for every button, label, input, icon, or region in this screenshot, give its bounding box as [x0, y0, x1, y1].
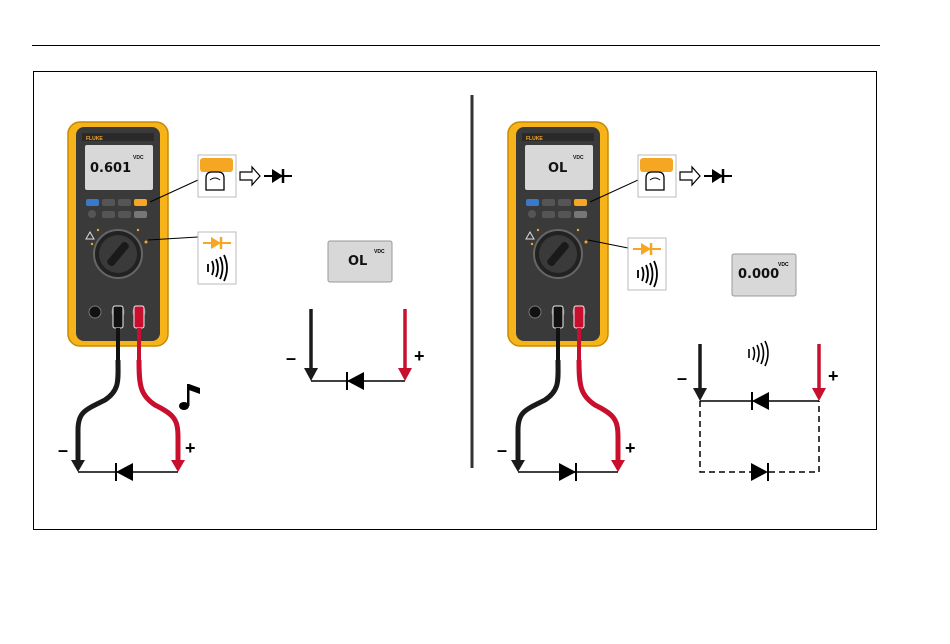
diode-symbol — [116, 463, 133, 481]
diode-symbol — [559, 463, 576, 481]
diode-icon — [264, 169, 292, 183]
black-lead — [78, 360, 118, 462]
display-unit: VDC — [374, 249, 385, 255]
music-note-icon — [179, 384, 200, 410]
parallel-path — [700, 401, 819, 472]
beep-icon — [749, 341, 768, 366]
function-callout — [628, 238, 666, 290]
meter-unit: VDC — [573, 155, 584, 161]
probe-positive-label: + — [625, 438, 636, 458]
button-press-icon — [206, 172, 224, 190]
black-lead — [518, 360, 558, 462]
button-press-icon — [646, 172, 664, 190]
multimeter-left: FLUKE 0.601 VDC — [68, 122, 168, 362]
meter-brand: FLUKE — [526, 136, 543, 142]
probe-positive-label: + — [185, 438, 196, 458]
display-unit: VDC — [778, 262, 789, 268]
arrow-icon — [680, 167, 700, 185]
arrow-icon — [240, 167, 260, 185]
diode-icon — [704, 169, 732, 183]
button-press-callout — [638, 155, 676, 197]
display-reading: OL — [348, 254, 367, 269]
display-reading: 0.000 — [738, 267, 779, 282]
red-lead — [579, 360, 618, 462]
diagram-positive-label: + — [828, 366, 839, 386]
probe-negative-label: – — [58, 440, 68, 460]
meter-brand: FLUKE — [86, 136, 103, 142]
diode-select-button[interactable] — [134, 199, 147, 206]
diagram-positive-label: + — [414, 346, 425, 366]
meter-unit: VDC — [133, 155, 144, 161]
function-callout — [198, 232, 236, 284]
isolated-display-left: OL VDC — [328, 241, 392, 282]
meter-reading: OL — [548, 161, 567, 176]
diagram-negative-label: – — [677, 368, 687, 388]
probe-negative-label: – — [497, 440, 507, 460]
meter-reading: 0.601 — [90, 161, 131, 176]
diagram-negative-label: – — [286, 348, 296, 368]
isolated-display-right: 0.000 VDC — [732, 254, 796, 296]
multimeter-right: FLUKE OL VDC — [508, 122, 608, 362]
diode-select-button[interactable] — [574, 199, 587, 206]
red-lead — [139, 360, 178, 462]
button-press-callout — [198, 155, 236, 197]
